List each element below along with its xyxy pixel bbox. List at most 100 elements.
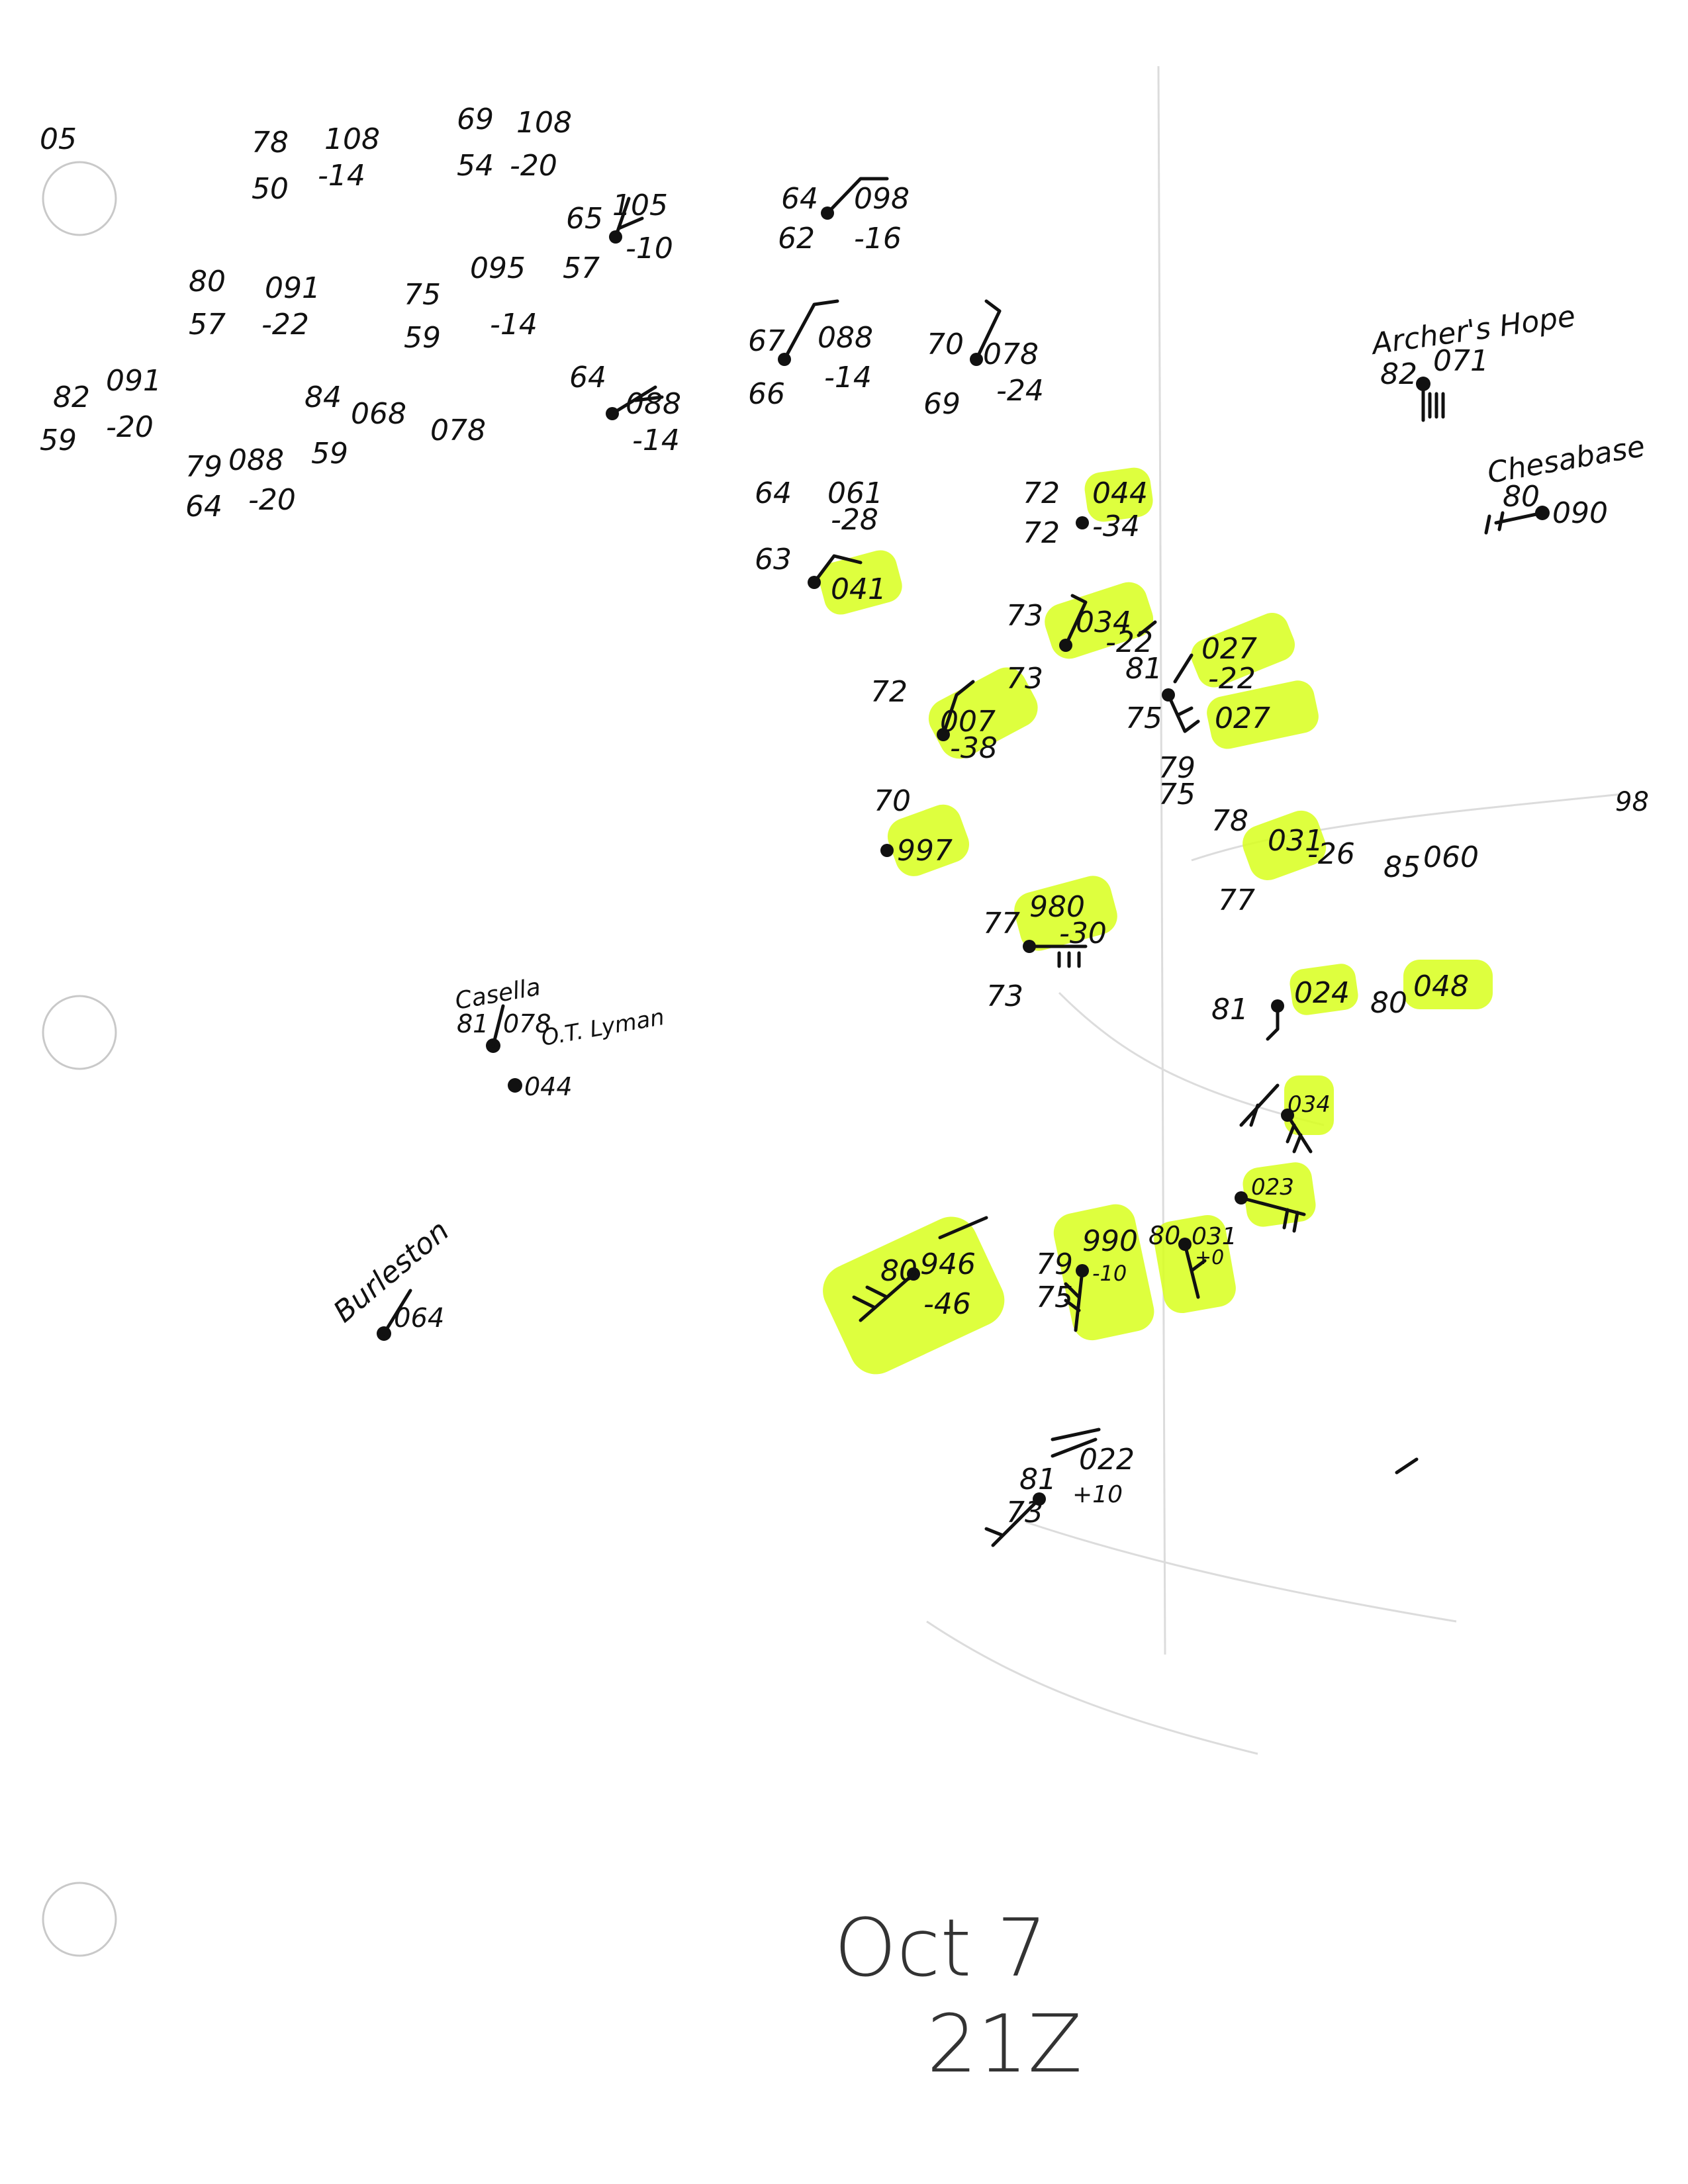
station-s30-pressure: 034 bbox=[1288, 1091, 1331, 1118]
station-s20-tendency: -22 bbox=[1105, 625, 1153, 659]
station-s14-pressure: 078 bbox=[983, 338, 1039, 371]
station-s12-temp: 64 bbox=[569, 361, 606, 394]
station-s03-pressure: 108 bbox=[516, 106, 572, 140]
station-s29-temp: 80 bbox=[1370, 986, 1407, 1020]
station-s22-temp: 79 bbox=[1158, 751, 1196, 785]
station-s11-pressure: 078 bbox=[430, 414, 486, 447]
station-s13-pressure: 088 bbox=[818, 321, 873, 355]
station-s15-pressure: 071 bbox=[1433, 344, 1489, 378]
station-s07-dew: 59 bbox=[404, 321, 441, 355]
station-s23-pressure: 007 bbox=[940, 705, 996, 739]
station-s16-pressure: 090 bbox=[1552, 496, 1608, 530]
station-s03-tendency: -20 bbox=[510, 149, 557, 183]
station-s17-dew: 63 bbox=[755, 543, 792, 576]
station-s06-temp: 80 bbox=[189, 265, 226, 298]
station-s17-tendency: -28 bbox=[831, 503, 878, 537]
station-s05-pressure: 098 bbox=[854, 182, 910, 216]
station-s25-tendency: -26 bbox=[1307, 837, 1355, 871]
station-s04-dew: 57 bbox=[563, 251, 600, 285]
station-s19-pressure: 041 bbox=[831, 572, 886, 606]
station-s33-pressure: 044 bbox=[524, 1072, 573, 1101]
station-s07-tendency: -14 bbox=[490, 308, 538, 341]
station-s35-tendency: -10 bbox=[1092, 1261, 1127, 1286]
station-s02-tendency: -14 bbox=[318, 159, 365, 193]
station-s27-pressure: 980 bbox=[1029, 890, 1085, 924]
station-s09-dew: 64 bbox=[185, 490, 222, 523]
station-s25-temp: 78 bbox=[1211, 804, 1248, 838]
station-s32-temp: 81 bbox=[457, 1009, 489, 1038]
station-s26-pressure: 060 bbox=[1423, 841, 1479, 874]
faint-coastline bbox=[926, 66, 1622, 1755]
station-s27-tendency: -30 bbox=[1059, 917, 1107, 950]
station-s03-temp: 69 bbox=[457, 103, 494, 136]
station-s14-dew: 69 bbox=[923, 387, 961, 421]
station-s38-temp: 81 bbox=[1019, 1463, 1056, 1496]
station-s01-temp: 05 bbox=[40, 122, 77, 156]
station-s35-pressure: 990 bbox=[1082, 1224, 1138, 1258]
station-s22-pressure: 027 bbox=[1215, 702, 1270, 735]
station-s38-tendency: +10 bbox=[1072, 1481, 1123, 1508]
station-s37-pressure: 064 bbox=[394, 1303, 444, 1334]
station-s23-tendency: -38 bbox=[950, 731, 998, 765]
binder-hole-bottom bbox=[42, 1882, 117, 1957]
station-s18-dew: 72 bbox=[1023, 516, 1060, 550]
wind-barbs bbox=[382, 177, 1544, 1547]
station-s07-temp: 75 bbox=[404, 278, 441, 312]
station-s34-temp: 80 bbox=[880, 1254, 917, 1288]
station-s34-tendency: -46 bbox=[923, 1287, 971, 1321]
station-s18-temp: 72 bbox=[1023, 477, 1060, 510]
station-s08-dew: 59 bbox=[40, 424, 77, 457]
station-s24-pressure: 997 bbox=[897, 834, 953, 868]
station-s05-temp: 64 bbox=[781, 182, 818, 216]
station-s23-temp: 72 bbox=[870, 675, 908, 709]
station-s27-temp: 77 bbox=[983, 907, 1020, 940]
station-s38-dew: 73 bbox=[1006, 1496, 1043, 1529]
station-s13-dew: 66 bbox=[748, 377, 785, 411]
station-s13-temp: 67 bbox=[748, 324, 785, 358]
station-s03-dew: 54 bbox=[457, 149, 494, 183]
date-text: Oct 7 bbox=[834, 1903, 1047, 1995]
binder-hole-top bbox=[42, 161, 117, 236]
station-s17-temp: 64 bbox=[755, 477, 792, 510]
station-s16-temp: 80 bbox=[1503, 480, 1540, 514]
station-s38-pressure: 022 bbox=[1079, 1443, 1135, 1477]
station-s20-temp: 73 bbox=[1006, 599, 1043, 633]
binder-hole-middle bbox=[42, 995, 117, 1070]
station-s13-tendency: -14 bbox=[824, 361, 872, 394]
station-s36-tendency: +0 bbox=[1195, 1246, 1224, 1269]
station-s02-temp: 78 bbox=[252, 126, 289, 159]
station-s08-tendency: -20 bbox=[106, 410, 154, 444]
station-s18-pressure: 044 bbox=[1092, 477, 1148, 510]
station-s34-pressure: 946 bbox=[920, 1248, 976, 1281]
station-s39-temp: 98 bbox=[1615, 787, 1649, 817]
station-s12-pressure: 088 bbox=[626, 387, 681, 421]
station-s10-pressure: 068 bbox=[351, 397, 406, 431]
station-s05-tendency: -16 bbox=[854, 222, 902, 255]
station-s21-tendency: -22 bbox=[1208, 662, 1256, 696]
station-s09-pressure: 088 bbox=[228, 443, 284, 477]
station-s06-tendency: -22 bbox=[261, 308, 309, 341]
station-s04-pressure: 105 bbox=[612, 189, 668, 222]
station-s05-dew: 62 bbox=[778, 222, 815, 255]
station-s22-dew: 75 bbox=[1158, 778, 1196, 811]
station-s06-dew: 57 bbox=[189, 308, 226, 341]
station-s27-dew: 73 bbox=[986, 979, 1023, 1013]
station-s32-pressure: 078 bbox=[503, 1009, 551, 1038]
date-block: Oct 7 21Z bbox=[834, 1903, 1082, 2091]
station-labels: 05 78 50 108 -14 69 54 108 -20 65 57 105… bbox=[40, 103, 1649, 1529]
station-s10-temp: 84 bbox=[305, 381, 342, 414]
highlight-marks bbox=[819, 467, 1493, 1375]
label-chesabase: Chesabase bbox=[1485, 430, 1648, 490]
station-s28-pressure: 024 bbox=[1294, 976, 1350, 1010]
station-s21-temp: 81 bbox=[1125, 652, 1162, 686]
station-s26-temp: 85 bbox=[1383, 850, 1421, 884]
station-s10-dew: 59 bbox=[311, 437, 348, 471]
station-s18-tendency: -34 bbox=[1092, 510, 1140, 543]
station-s04-tendency: -10 bbox=[626, 232, 673, 265]
station-s08-pressure: 091 bbox=[106, 364, 162, 398]
time-text: 21Z bbox=[927, 1999, 1082, 2091]
station-s31-pressure: 023 bbox=[1251, 1174, 1294, 1201]
station-s25-pressure: 031 bbox=[1268, 824, 1323, 858]
label-lyman: O.T. Lyman bbox=[539, 1004, 667, 1052]
